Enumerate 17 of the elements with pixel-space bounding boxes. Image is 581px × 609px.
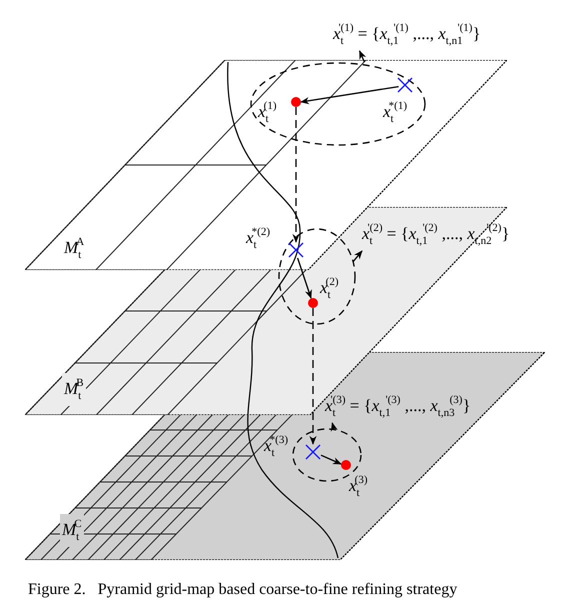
arrow: [330, 422, 338, 432]
arrow: [352, 250, 363, 262]
search-region: [250, 62, 426, 146]
cross-mark: [288, 242, 304, 258]
arrow: [359, 50, 366, 62]
set-label: x$_{t}$$^{'(2)}$ = {x$_{t,1}$$^{'(2)}$ ,..., x$_{t,n2}$$^{'(2)}$}: [362, 218, 510, 251]
arrow: [296, 258, 312, 299]
cross-mark: [397, 77, 413, 93]
cross-mark: [305, 444, 321, 460]
dashed-arrow: [292, 107, 300, 243]
set-label: x$_{t}$$^{'(3)}$ = {x$_{t,1}$$^{'(3)}$ ,..., x$_{t,n3}$$^{(3)}$}: [325, 390, 471, 423]
grid-plane: [25, 60, 507, 270]
arrow: [300, 86, 399, 104]
figure-caption: Figure 2. Pyramid grid-map based coarse-to-fine refining strategy: [28, 580, 458, 600]
dashed-arrow: [309, 308, 317, 445]
set-label: x$_{t}$$^{'(1)}$ = {x$_{t,1}$$^{'(1)}$ ,..., x$_{t,n1}$$^{'(1)}$}: [333, 18, 481, 51]
arrow: [320, 454, 342, 465]
